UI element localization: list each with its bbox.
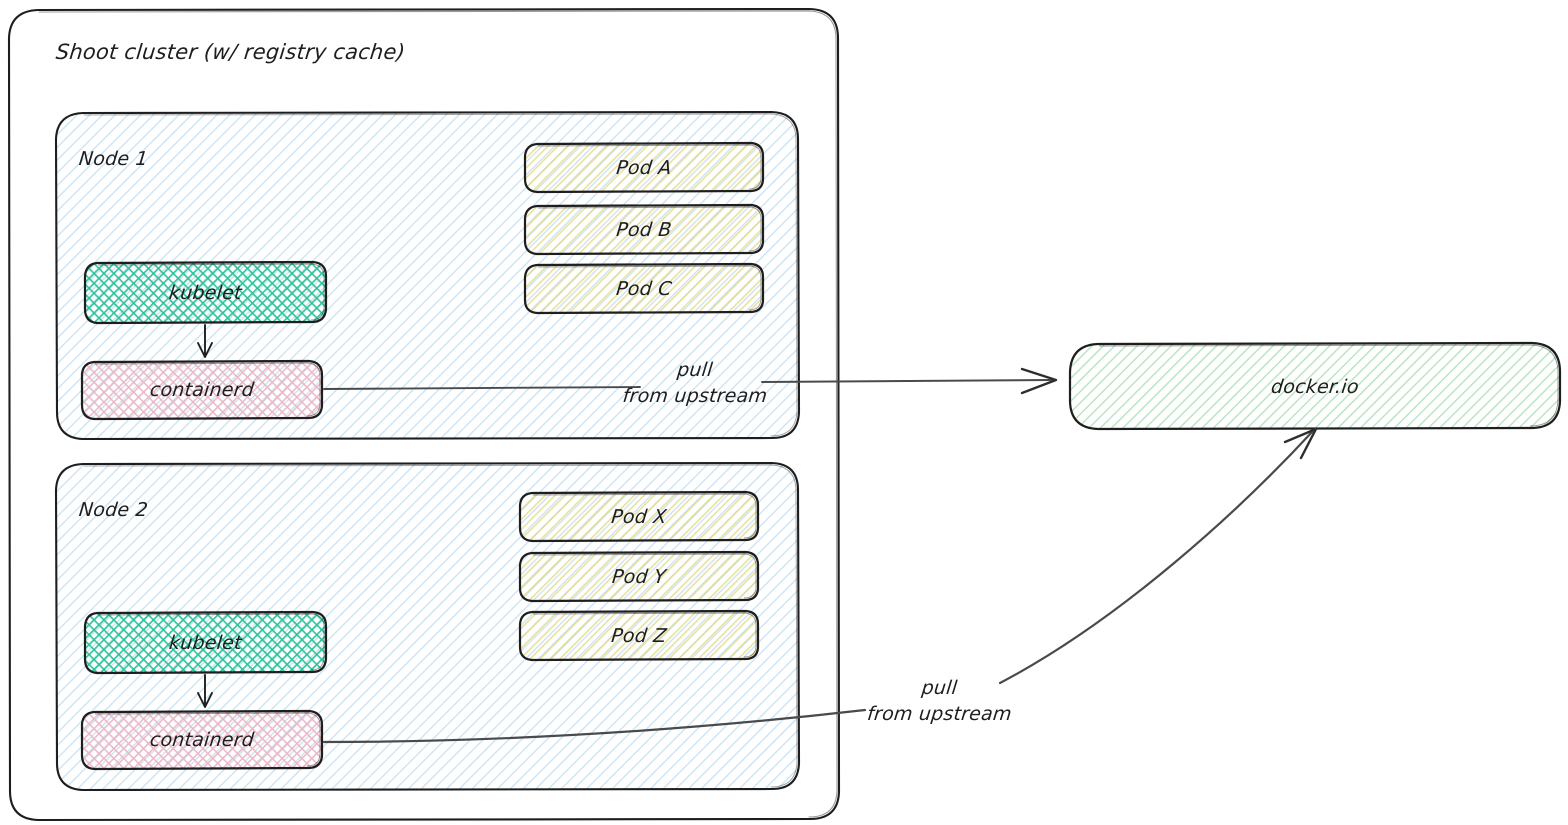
node-1-containerd-box[interactable]: [80, 359, 324, 421]
edge-2-label: pull from upstream: [862, 675, 1017, 727]
node-2-kubelet-box[interactable]: [83, 610, 328, 675]
node-2-pod-z-box[interactable]: [518, 609, 760, 662]
node-2-box[interactable]: [54, 461, 801, 792]
node-2-pod-x-box[interactable]: [518, 490, 760, 543]
node-1-pod-a-box[interactable]: [523, 141, 765, 194]
edge-2-label-line2: from upstream: [866, 703, 1013, 725]
node-2-containerd-box[interactable]: [80, 709, 324, 771]
edge-node1-containerd-to-dockerio: [323, 367, 1058, 395]
node-1-pod-b-box[interactable]: [523, 203, 765, 256]
node-2-pod-y-box[interactable]: [518, 550, 760, 603]
docker-io-box[interactable]: [1068, 341, 1562, 431]
edge-1-label-line2: from upstream: [621, 385, 769, 407]
node-2-kubelet-to-containerd-arrow: [197, 674, 213, 708]
edge-2-label-line1: pull: [920, 677, 959, 699]
node-1-kubelet-box[interactable]: [83, 260, 328, 325]
edge-1-label: pull from upstream: [620, 357, 770, 409]
edge-node2-containerd-to-dockerio: [322, 427, 1318, 744]
node-1-box[interactable]: [54, 110, 801, 441]
edge-1-label-line1: pull: [676, 359, 714, 381]
node-1-pod-c-box[interactable]: [523, 262, 765, 315]
node-1-kubelet-to-containerd-arrow: [197, 324, 213, 358]
